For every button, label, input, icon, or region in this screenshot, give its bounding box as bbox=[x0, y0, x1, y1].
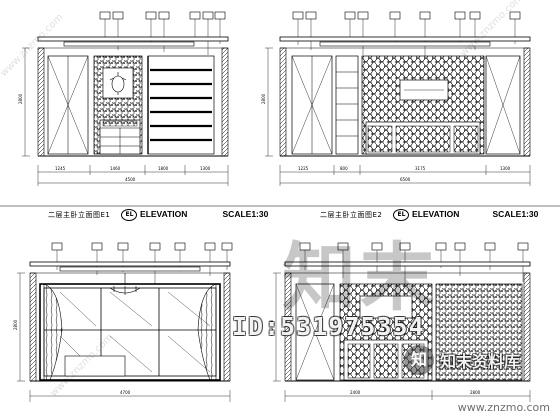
elevation-e4 bbox=[273, 242, 531, 402]
dim-p4-1: 2400 bbox=[350, 390, 361, 395]
dim-p1-total: 4500 bbox=[125, 177, 136, 182]
dim-p2-1: 1225 bbox=[298, 166, 309, 171]
elevation-e1 bbox=[22, 11, 229, 186]
dim-p2-2: 800 bbox=[340, 166, 348, 171]
watermark-badge: 知 知末资料库 bbox=[404, 344, 554, 376]
watermark-url: www.znzmo.com bbox=[457, 401, 550, 414]
dim-p2-total: 6500 bbox=[400, 177, 411, 182]
e2-title: 二层主卧立面图E2 bbox=[320, 211, 383, 219]
dim-p2-3: 3175 bbox=[415, 166, 426, 171]
dim-p1-2: 1460 bbox=[110, 166, 121, 171]
e2-el-tag: EL bbox=[393, 208, 410, 221]
e2-elevation: ELEVATION bbox=[412, 209, 460, 219]
elevation-e2 bbox=[265, 11, 531, 186]
dim-p3-1: 4700 bbox=[120, 390, 131, 395]
dim-height-3: 2800 bbox=[13, 319, 18, 330]
e1-el-tag: EL bbox=[121, 208, 138, 221]
e1-scale: SCALE1:30 bbox=[222, 209, 269, 219]
dim-p1-4: 1300 bbox=[200, 166, 211, 171]
dim-p2-4: 1300 bbox=[500, 166, 511, 171]
dim-p1-3: 1800 bbox=[158, 166, 169, 171]
watermark-site: 知末资料库 bbox=[440, 352, 521, 371]
dim-p4-2: 2800 bbox=[470, 390, 481, 395]
e1-elevation: ELEVATION bbox=[140, 209, 188, 219]
dim-height-1: 2800 bbox=[18, 93, 23, 104]
dim-p1-1: 1245 bbox=[55, 166, 66, 171]
watermark-logo-icon: 知 bbox=[404, 345, 434, 375]
dim-height-4: 2800 bbox=[269, 319, 274, 330]
elevation-e3 bbox=[17, 242, 233, 402]
e1-title: 二层主卧立面图E1 bbox=[48, 211, 111, 219]
dim-height-2: 2800 bbox=[261, 93, 266, 104]
e2-title-row: 二层主卧立面图E2 EL ELEVATION SCALE1:30 bbox=[320, 207, 538, 221]
e1-title-row: 二层主卧立面图E1 EL ELEVATION SCALE1:30 bbox=[48, 207, 268, 221]
watermark-id: ID:531975354 bbox=[232, 312, 425, 341]
e2-scale: SCALE1:30 bbox=[492, 209, 539, 219]
